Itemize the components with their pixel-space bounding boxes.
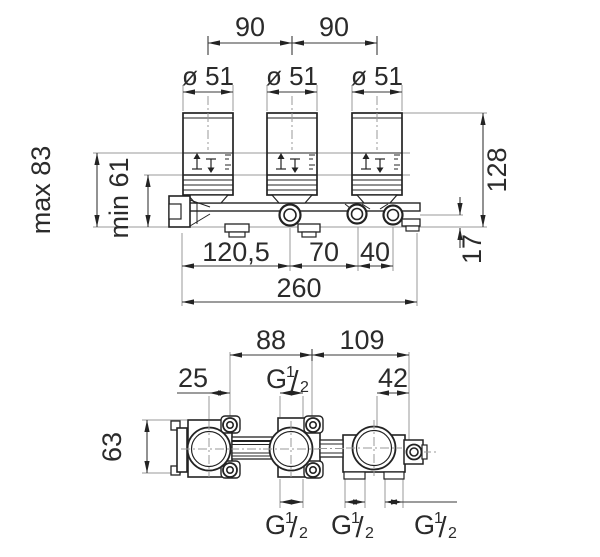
thread-denominator: 2: [448, 525, 457, 542]
thread-slash: /: [439, 512, 448, 544]
thread-label-bottom-1: G 1 / 2: [265, 510, 308, 544]
dim-span-left: 88: [256, 325, 286, 355]
thread-numerator: 1: [285, 510, 294, 527]
thread-numerator: 1: [434, 510, 443, 527]
front-dimension-lines: [94, 40, 486, 305]
wall-bracket-left: [168, 195, 211, 228]
plan-body: [170, 415, 436, 480]
thread-slash: /: [356, 512, 365, 544]
thread-letter: G: [265, 510, 286, 540]
valve-body-2: [263, 421, 319, 477]
dim-diameter-3: ø 51: [351, 61, 403, 91]
dim-offset-left: 25: [178, 363, 208, 393]
plan-bracket-plate: [176, 427, 188, 473]
dim-overall-width: 260: [276, 273, 321, 303]
thread-numerator: 1: [351, 510, 360, 527]
dim-body-depth: 63: [97, 432, 127, 462]
valve-body-3: [346, 420, 402, 476]
plan-view: 88 109 25 42 63 G 1 / 2 G 1 / 2 G 1 /: [97, 325, 457, 544]
dim-span-right: 109: [339, 325, 384, 355]
flow-marks-1: [192, 153, 231, 173]
valve-body-1: [181, 421, 237, 477]
thread-letter: G: [266, 364, 287, 394]
thread-denominator: 2: [300, 379, 309, 396]
rail-2: [318, 439, 345, 458]
thread-label-bottom-2: G 1 / 2: [331, 510, 374, 544]
dim-offset-right: 42: [378, 363, 408, 393]
cylinder-2: [266, 112, 318, 196]
thread-letter: G: [331, 510, 352, 540]
dim-overall-height: 128: [482, 147, 512, 192]
dim-len-mid: 70: [309, 237, 339, 267]
cartridge-cylinders: [182, 96, 403, 196]
thread-letter: G: [414, 510, 435, 540]
outlet-ports: [278, 203, 404, 227]
thread-denominator: 2: [299, 525, 308, 542]
thread-denominator: 2: [365, 525, 374, 542]
flow-marks-3: [361, 153, 400, 173]
thread-slash: /: [290, 512, 299, 544]
manifold-rail: [168, 194, 421, 238]
thread-label-top: G 1 / 2: [266, 364, 309, 398]
dim-min-depth: min 61: [104, 157, 134, 238]
dim-pitch-left: 90: [235, 12, 265, 42]
flow-marks-2: [276, 153, 315, 173]
fixing-screws: [222, 417, 321, 478]
plan-dimension-labels: 88 109 25 42 63 G 1 / 2 G 1 / 2 G 1 /: [97, 325, 457, 544]
front-view: 90 90 ø 51 ø 51 ø 51 max 83 min 61 128 1…: [26, 12, 512, 306]
plan-dimension-lines: [144, 352, 457, 505]
thread-label-bottom-3: G 1 / 2: [414, 510, 457, 544]
dim-foot-offset: 17: [457, 234, 487, 264]
dim-len-right: 40: [360, 237, 390, 267]
dim-len-left: 120,5: [202, 237, 270, 267]
thread-numerator: 1: [286, 364, 295, 381]
right-fitting: [403, 439, 436, 465]
dim-pitch-right: 90: [319, 12, 349, 42]
dim-diameter-1: ø 51: [182, 61, 234, 91]
front-dimension-labels: 90 90 ø 51 ø 51 ø 51 max 83 min 61 128 1…: [26, 12, 512, 303]
dim-max-depth: max 83: [26, 146, 56, 235]
thread-slash: /: [291, 366, 300, 398]
mounting-feet: [224, 218, 421, 238]
dim-diameter-2: ø 51: [266, 61, 318, 91]
